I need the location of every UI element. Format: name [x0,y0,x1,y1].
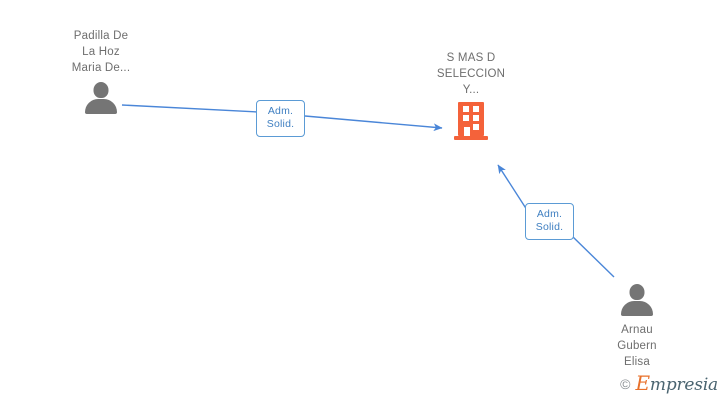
edge-label-arnau-company[interactable]: Adm. Solid. [525,203,574,240]
person-icon-head [629,284,645,300]
building-window [463,106,469,112]
building-window [473,124,479,130]
node-label-person-padilla: Padilla De La Hoz Maria De... [71,30,131,74]
copyright-icon: © [620,375,631,392]
node-label-company-smasd: S MAS D SELECCION Y... [436,52,506,96]
node-company-smasd[interactable]: S MAS D SELECCION Y... [406,50,536,140]
building-base [454,136,488,140]
edge-line-padilla-company [121,104,259,113]
person-icon-body [621,301,653,316]
building-window [473,106,479,112]
node-person-arnau[interactable]: Arnau Gubern Elisa [572,284,702,370]
person-icon-body [85,99,117,114]
building-door [464,127,470,136]
edge-line-padilla-company-2 [304,115,443,132]
empresia-logo-initial: E [635,371,651,395]
building-window [463,115,469,121]
edge-line-arnau-company-2 [571,235,615,278]
building-window [473,115,479,121]
edge-line-arnau-company [497,164,528,211]
empresia-watermark: © Empresia [620,373,718,394]
person-icon-head [93,82,109,98]
empresia-logo-rest: mpresia [649,375,718,395]
building-tower [458,102,484,136]
company-building-icon [454,102,488,140]
person-icon [620,284,654,316]
empresia-logo: Empresia [636,373,719,394]
node-label-person-arnau: Arnau Gubern Elisa [617,324,657,368]
node-person-padilla[interactable]: Padilla De La Hoz Maria De... [36,28,166,114]
person-icon [84,82,118,114]
edge-label-padilla-company[interactable]: Adm. Solid. [256,100,305,137]
